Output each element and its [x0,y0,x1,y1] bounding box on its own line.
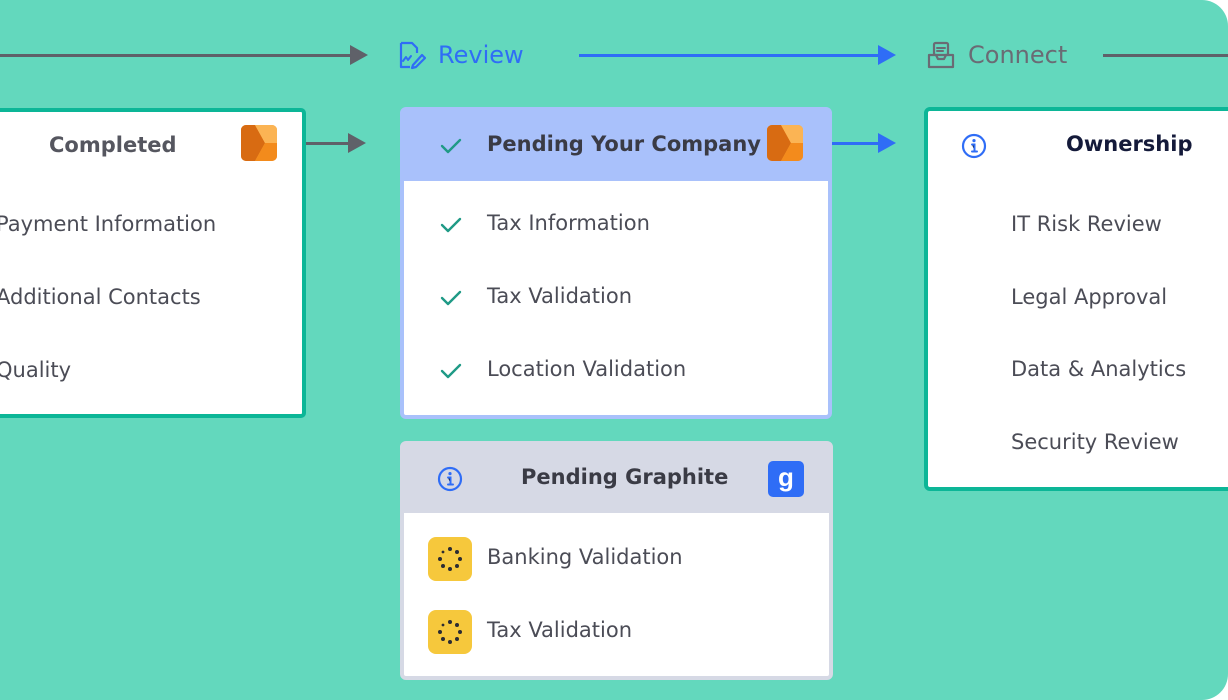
completed-card-title: Completed [49,133,177,157]
flow-arrow-middle [878,45,896,65]
completed-item: Payment Information [0,212,217,236]
loading-spinner-icon [428,610,472,654]
connector-company-to-ownership [832,142,880,145]
check-icon [440,290,462,306]
check-icon [440,217,462,233]
check-icon [440,138,462,154]
stage-connect[interactable]: Connect [926,38,1067,72]
stage-review-label: Review [438,41,524,69]
stage-review[interactable]: Review [396,38,524,72]
info-icon [961,133,987,159]
completed-card[interactable]: Completed Payment Information Additional… [0,108,306,418]
completed-item: Additional Contacts [0,285,201,309]
ownership-title: Ownership [1066,132,1193,156]
loading-spinner-icon [428,537,472,581]
pending-graphite-item: Tax Validation [487,618,633,642]
pending-company-card[interactable]: Pending Your Company Tax Information Tax… [400,107,832,419]
document-edit-icon [396,40,426,70]
pending-company-item: Tax Information [487,211,650,235]
info-icon [437,466,463,492]
connector-completed-to-company [306,142,352,145]
flow-arrow-left [350,45,368,65]
graphite-logo: g [768,461,804,497]
ownership-item: Data & Analytics [1011,357,1187,381]
flow-line-left [0,54,352,57]
pending-graphite-title: Pending Graphite [521,465,729,489]
pending-company-item: Tax Validation [487,284,633,308]
orange-bolt-logo [241,125,277,161]
pending-company-item: Location Validation [487,357,687,381]
ownership-item: IT Risk Review [1011,212,1162,236]
ownership-item: Legal Approval [1011,285,1168,309]
check-icon [440,363,462,379]
inbox-tray-icon [926,40,956,70]
pending-company-header: Pending Your Company [404,111,828,181]
pending-graphite-header: Pending Graphite g [404,445,829,513]
pending-graphite-item: Banking Validation [487,545,683,569]
ownership-card[interactable]: Ownership IT Risk Review Legal Approval … [924,107,1228,491]
flow-line-right [1103,54,1228,57]
pending-company-title: Pending Your Company [487,132,761,156]
pending-graphite-card[interactable]: Pending Graphite g Banking Validation [400,441,833,680]
flow-line-middle [579,54,881,57]
connector-arrow-left [348,133,366,153]
orange-bolt-logo [767,125,803,161]
stage-connect-label: Connect [968,41,1068,69]
ownership-item: Security Review [1011,430,1179,454]
connector-arrow-right [878,133,896,153]
completed-item: Quality [0,358,72,382]
